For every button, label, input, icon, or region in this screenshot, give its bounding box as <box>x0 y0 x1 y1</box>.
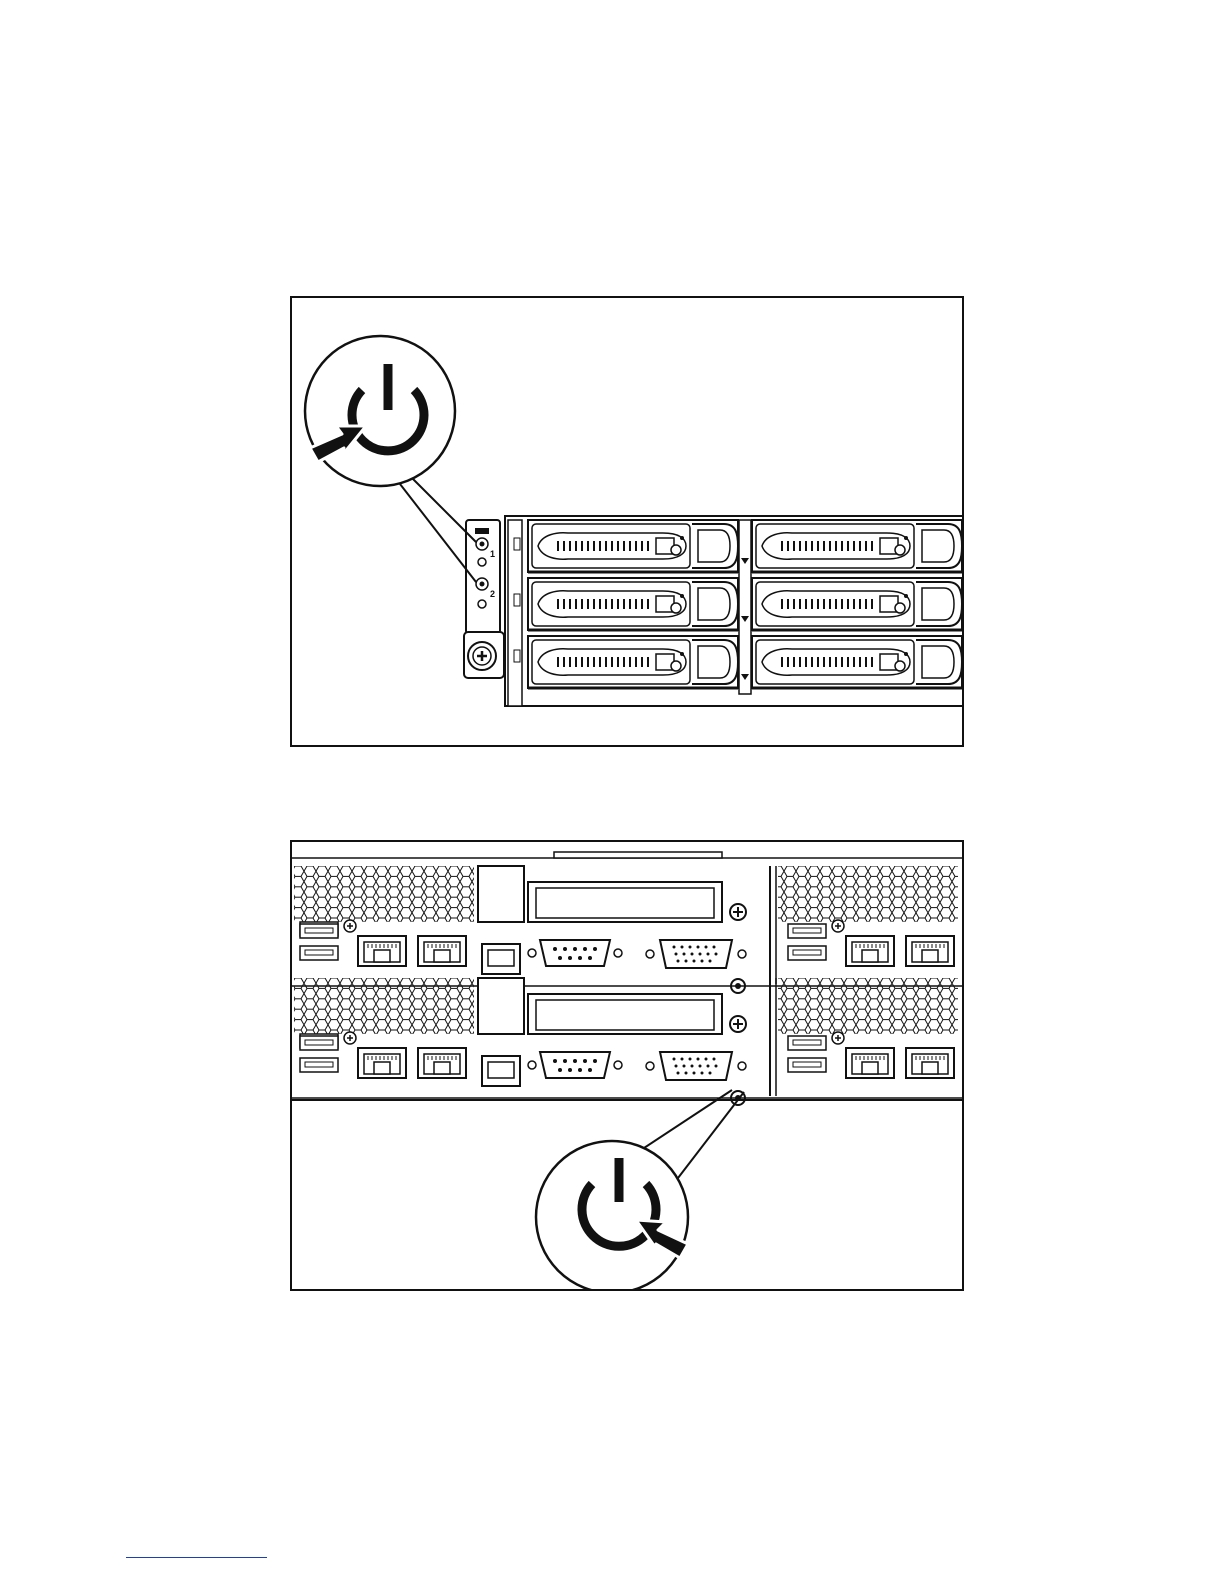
drive-carrier[interactable] <box>528 578 738 630</box>
bay-label-1: 1 <box>490 549 495 559</box>
drive-carrier[interactable] <box>528 636 738 688</box>
footnote-rule <box>126 1557 267 1558</box>
server-node-lower <box>292 978 962 1105</box>
power-button-callout <box>305 336 455 486</box>
rear-panel-illustration <box>292 842 962 1289</box>
drive-carrier[interactable] <box>752 636 962 688</box>
drive-carrier[interactable] <box>752 520 962 572</box>
front-panel-illustration: 1 2 <box>292 298 962 745</box>
front-panel-figure: 1 2 <box>290 296 964 747</box>
rear-panel-figure <box>290 840 964 1291</box>
drive-carrier[interactable] <box>528 520 738 572</box>
node-power-button-callout <box>536 1141 688 1289</box>
drive-carrier[interactable] <box>752 578 962 630</box>
bay-label-2: 2 <box>490 589 495 599</box>
server-node-upper <box>292 866 962 993</box>
control-panel-ear: 1 2 <box>464 520 504 678</box>
